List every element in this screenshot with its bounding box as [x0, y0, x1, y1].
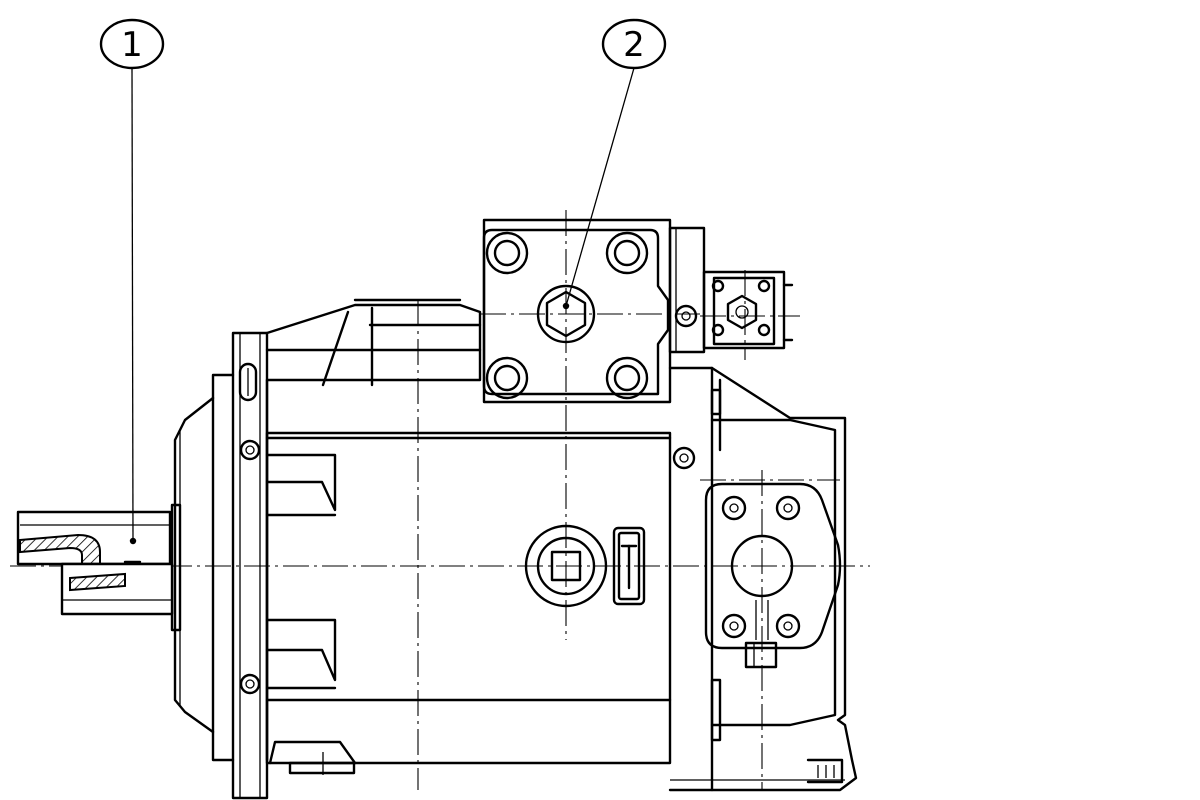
pressure-port-flange	[704, 482, 842, 650]
callout-2-label: 2	[623, 25, 645, 65]
flange-bolts	[239, 439, 261, 695]
callout-1-label: 1	[121, 25, 143, 65]
rear-housing	[668, 366, 858, 792]
centerlines	[10, 210, 870, 790]
drive-shaft	[16, 510, 174, 616]
port-plug	[536, 284, 596, 344]
control-block	[482, 218, 706, 404]
solenoid-connector	[702, 270, 794, 350]
control-bolt-tr	[605, 231, 649, 275]
control-bolt-bl	[485, 356, 529, 400]
name-plate	[612, 526, 646, 606]
center-plug	[524, 524, 608, 608]
control-bolt-tl	[485, 231, 529, 275]
control-bolt-br	[605, 356, 649, 400]
callout-1: 1	[99, 18, 165, 541]
main-housing	[238, 298, 672, 775]
callout-2: 2	[565, 18, 667, 307]
